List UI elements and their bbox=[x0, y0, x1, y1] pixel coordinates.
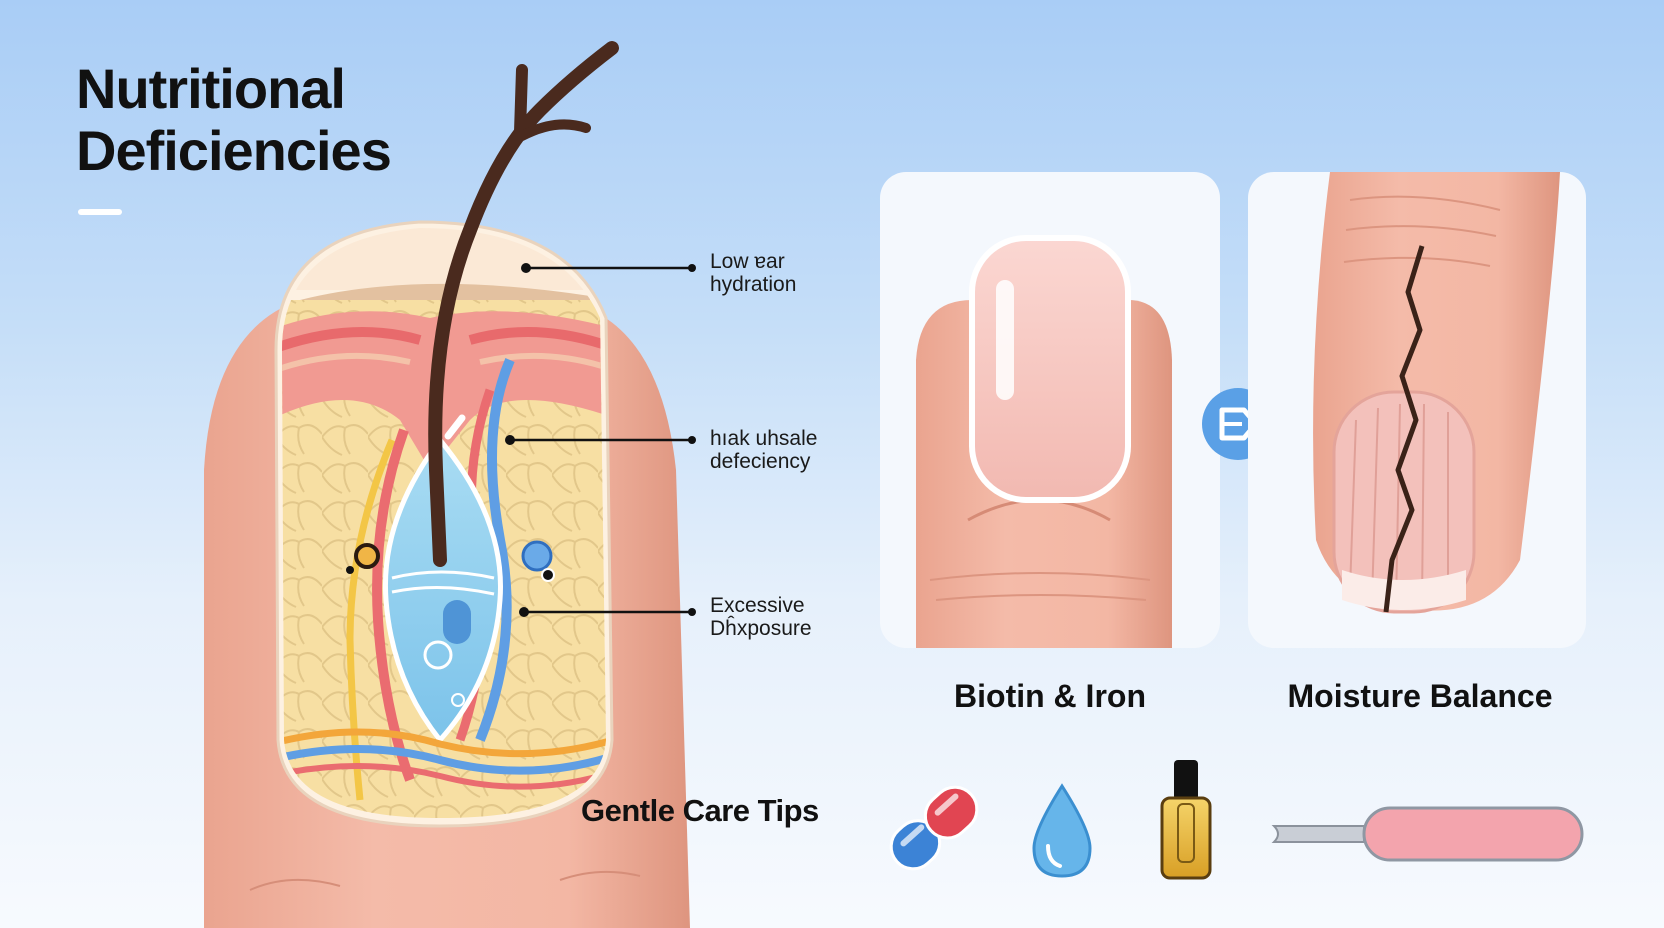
title-line-1: Nutritional bbox=[76, 57, 346, 120]
page-title: Nutritional Deficiencies bbox=[76, 58, 456, 182]
callout-3-line-2: Dĥxposure bbox=[710, 617, 812, 640]
damaged-nail-plate bbox=[1332, 390, 1476, 614]
title-underline bbox=[78, 209, 122, 215]
oil-bottle-icon bbox=[1160, 760, 1212, 880]
care-tips-heading: Gentle Care Tips bbox=[581, 793, 819, 828]
title-line-2: Deficiencies bbox=[76, 119, 392, 182]
callout-1-line-1: Low ɐar bbox=[710, 250, 785, 273]
capsule-icon bbox=[889, 785, 979, 871]
callout-excessive-exposure: Excessive Dĥxposure bbox=[710, 594, 812, 640]
callout-1-line-2: hydration bbox=[710, 273, 797, 296]
panel-healthy-nail bbox=[880, 172, 1220, 648]
finger-cross-section bbox=[204, 41, 696, 928]
fluid-pocket bbox=[382, 435, 503, 744]
nail-crack bbox=[1383, 245, 1425, 613]
callout-2-line-1: hıak uhsale bbox=[710, 427, 818, 450]
caption-biotin-iron: Biotin & Iron bbox=[954, 678, 1146, 714]
callout-3-line-1: Excessive bbox=[710, 594, 805, 617]
callout-leaders bbox=[510, 266, 692, 614]
panel-damaged-nail bbox=[1248, 172, 1586, 648]
callout-2-line-2: defeciency bbox=[710, 450, 811, 473]
nail-file-icon bbox=[1271, 806, 1584, 862]
healthy-nail-plate bbox=[969, 235, 1131, 503]
callout-low-hydration: Low ɐar hydration bbox=[710, 250, 796, 296]
water-drop-icon bbox=[1032, 783, 1092, 878]
hair-strand bbox=[428, 41, 619, 567]
callout-deficiency: hıak uhsale defeciency bbox=[710, 427, 817, 473]
caption-moisture-balance: Moisture Balance bbox=[1287, 678, 1553, 714]
